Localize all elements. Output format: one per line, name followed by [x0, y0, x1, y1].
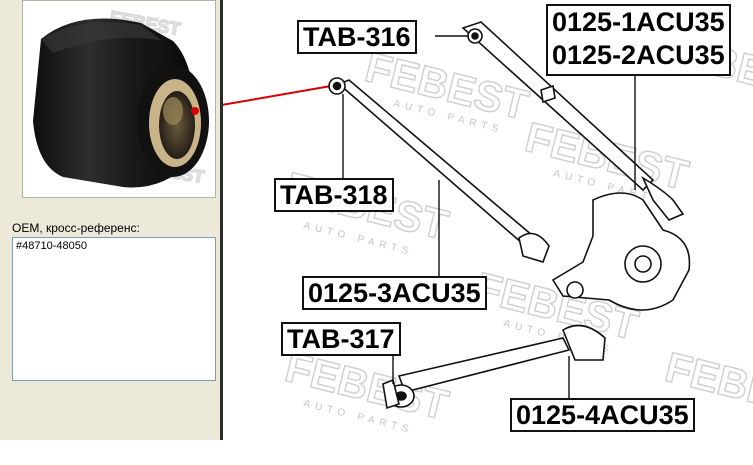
arm-0125-3acu35	[328, 77, 550, 263]
steering-knuckle	[551, 192, 691, 311]
callout-0125-2acu35-line2: 0125-2ACU35	[552, 40, 725, 70]
callout-0125-1acu35[interactable]: 0125-1ACU35 0125-2ACU35	[546, 4, 731, 76]
callout-0125-3acu35[interactable]: 0125-3ACU35	[302, 276, 487, 310]
oem-crossref-list[interactable]: #48710-48050	[12, 237, 216, 381]
oem-label: OEM, кросс-референс:	[12, 221, 140, 235]
callout-tab-317[interactable]: TAB-317	[281, 322, 401, 356]
arm-0125-1acu35	[461, 21, 685, 221]
leader-lines	[342, 35, 636, 398]
arm-0125-4acu35	[382, 324, 606, 410]
bottom-strip	[0, 440, 753, 465]
pointer-dot	[191, 107, 199, 115]
callout-tab-318[interactable]: TAB-318	[274, 178, 394, 212]
callout-tab-316[interactable]: TAB-316	[297, 20, 417, 54]
callout-0125-1acu35-line1: 0125-1ACU35	[552, 7, 725, 37]
callout-0125-4acu35[interactable]: 0125-4ACU35	[510, 398, 695, 432]
pointer-line	[192, 85, 332, 111]
bushing-photo: FEBEST FEBEST	[33, 6, 209, 188]
suspension-diagram: FEBEST FEBEST FEBEST FEBEST FEBEST FEBES…	[192, 0, 753, 440]
oem-entry[interactable]: #48710-48050	[16, 240, 87, 252]
product-photo[interactable]: FEBEST FEBEST	[22, 0, 216, 198]
left-panel: FEBEST FEBEST	[0, 0, 223, 440]
